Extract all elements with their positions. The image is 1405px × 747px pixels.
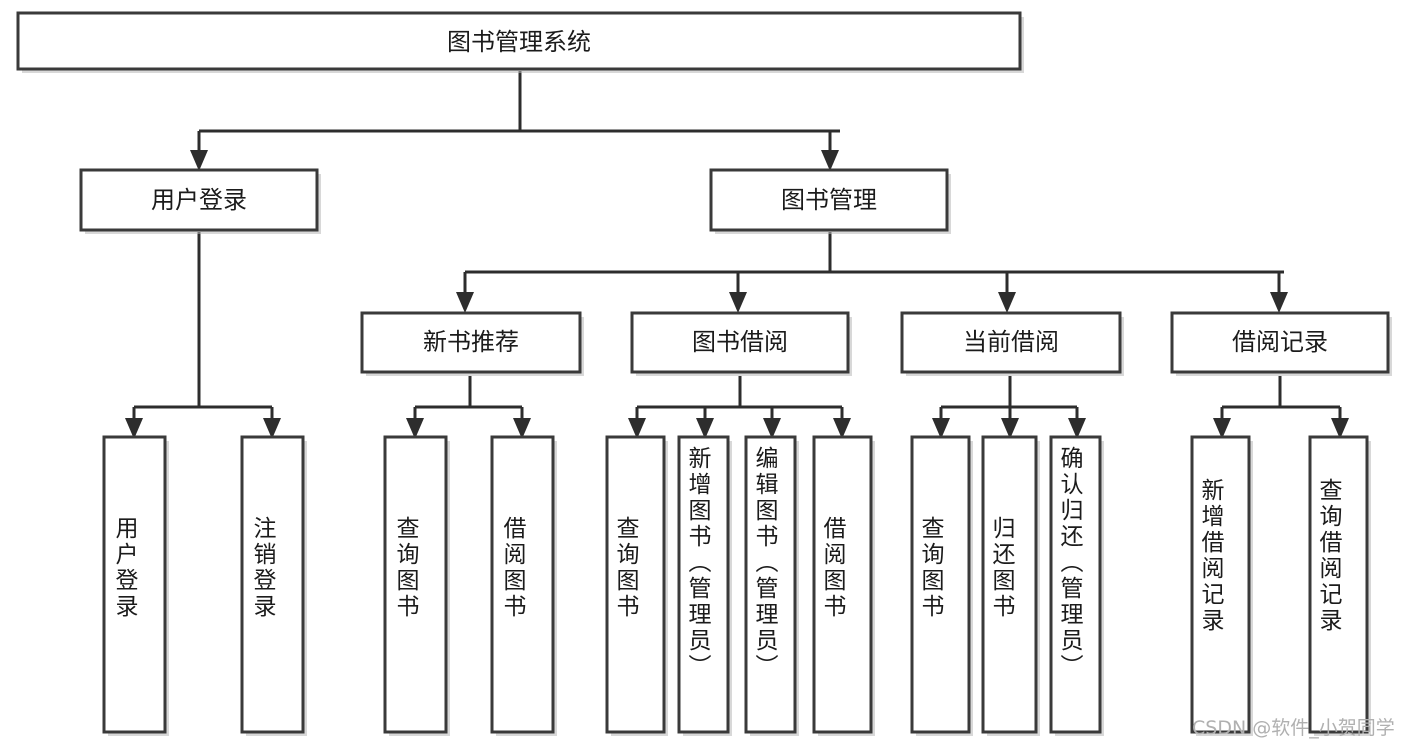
node-current-borrow-label: 当前借阅 xyxy=(963,328,1059,356)
node-book-management[interactable]: 图书管理 xyxy=(709,168,951,234)
leaf-box-new-book-0[interactable] xyxy=(383,435,450,736)
leaf-box-book-borrow-3[interactable] xyxy=(812,435,875,736)
connector-newbook-to-leaves xyxy=(406,376,531,439)
node-root[interactable]: 图书管理系统 xyxy=(16,11,1024,73)
connector-currentborrow-to-leaves xyxy=(932,376,1086,439)
node-user-login[interactable]: 用户登录 xyxy=(79,168,321,234)
leaf-box-book-borrow-2[interactable] xyxy=(744,435,799,736)
leaf-box-borrow-record-0[interactable] xyxy=(1190,435,1253,736)
connector-borrowrecord-to-leaves xyxy=(1213,376,1349,439)
leaf-box-user-login-0[interactable] xyxy=(102,435,169,736)
leaf-box-user-login-1[interactable] xyxy=(240,435,307,736)
connector-bookborrow-to-leaves xyxy=(628,376,851,439)
node-root-label: 图书管理系统 xyxy=(447,28,591,56)
connector-userlogin-to-leaves xyxy=(125,232,281,439)
leaf-box-current-borrow-1[interactable] xyxy=(981,435,1040,736)
leaf-box-current-borrow-0[interactable] xyxy=(910,435,973,736)
node-book-management-label: 图书管理 xyxy=(781,186,877,214)
node-book-borrow-label: 图书借阅 xyxy=(692,328,788,356)
leaf-box-borrow-record-1[interactable] xyxy=(1308,435,1371,736)
node-borrow-record-label: 借阅记录 xyxy=(1232,328,1328,356)
connector-root-to-level1 xyxy=(190,71,840,171)
csdn-watermark: CSDN @软件_小贺同学 xyxy=(1192,717,1395,739)
node-borrow-record[interactable]: 借阅记录 xyxy=(1170,311,1392,376)
node-new-book-recommend[interactable]: 新书推荐 xyxy=(360,311,584,376)
leaf-box-book-borrow-1[interactable] xyxy=(677,435,732,736)
node-current-borrow[interactable]: 当前借阅 xyxy=(900,311,1124,376)
node-book-borrow[interactable]: 图书借阅 xyxy=(630,311,852,376)
connector-bookmgmt-to-level2 xyxy=(456,232,1288,313)
node-user-login-label: 用户登录 xyxy=(151,186,247,214)
leaf-box-new-book-1[interactable] xyxy=(490,435,557,736)
leaf-box-current-borrow-2[interactable] xyxy=(1049,435,1104,736)
leaf-box-book-borrow-0[interactable] xyxy=(605,435,668,736)
node-new-book-recommend-label: 新书推荐 xyxy=(423,328,519,356)
